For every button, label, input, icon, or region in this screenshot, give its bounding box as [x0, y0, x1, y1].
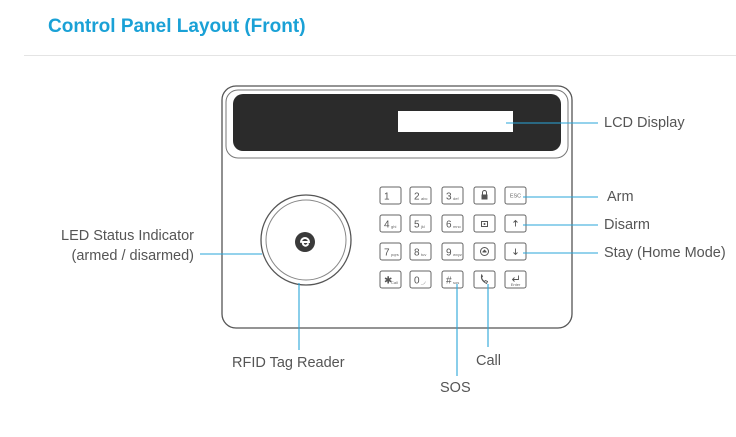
keypad-key-digit: 4 — [384, 220, 390, 231]
keypad-key-digit: 9 — [446, 248, 452, 259]
keypad-key-digit: 3 — [446, 192, 452, 203]
keypad-key-sublabel: wxyz — [453, 252, 462, 257]
arrow-down-icon — [513, 248, 518, 256]
keypad-key-sublabel: jkl — [420, 224, 425, 229]
keypad-key-sublabel: ghi — [391, 224, 396, 229]
keypad-key-sublabel: ESC — [510, 194, 521, 200]
lock-closed-icon — [481, 190, 488, 200]
brand-logo-icon — [295, 232, 315, 252]
keypad-key-sublabel: abc — [421, 196, 427, 201]
keypad-key-sublabel: Call — [391, 280, 398, 285]
keypad-key[interactable]: 0_,/ — [409, 270, 432, 289]
keypad-key-digit: 7 — [384, 248, 390, 259]
keypad-key[interactable]: ESC — [504, 186, 527, 205]
keypad-key[interactable] — [473, 186, 496, 205]
home-icon — [480, 247, 489, 256]
page-title: Control Panel Layout (Front) — [48, 16, 306, 37]
arm-label: Arm — [607, 189, 634, 205]
keypad-key[interactable] — [473, 214, 496, 233]
phone-icon — [480, 274, 489, 285]
rfid-tag-reader-label: RFID Tag Reader — [232, 355, 345, 371]
led-status-label-line1: LED Status Indicator — [61, 228, 194, 244]
keypad-key-digit: 8 — [414, 248, 420, 259]
keypad-key[interactable] — [473, 242, 496, 261]
sos-label: SOS — [440, 380, 471, 396]
keypad-key-sublabel: tuv — [421, 252, 426, 257]
keypad-key[interactable] — [473, 270, 496, 289]
lcd-display-label: LCD Display — [604, 115, 685, 131]
keypad-key-sublabel: def — [453, 196, 459, 201]
keypad-key-digit: 0 — [414, 276, 420, 287]
keypad-key-digit: 5 — [414, 220, 420, 231]
title-divider — [24, 55, 736, 56]
keypad-key-digit: # — [446, 276, 452, 287]
keypad-key[interactable] — [504, 242, 527, 261]
keypad-key-digit: ✱ — [384, 276, 392, 287]
call-label: Call — [476, 353, 501, 369]
keypad-key[interactable]: #sos — [441, 270, 464, 289]
stay-home-mode-label: Stay (Home Mode) — [604, 245, 726, 261]
keypad-key[interactable]: 1 — [379, 186, 402, 205]
keypad-key-sublabel: mno — [453, 224, 462, 229]
keypad-key-digit: 6 — [446, 220, 452, 231]
led-status-label-line2: (armed / disarmed) — [71, 248, 194, 264]
lock-open-icon — [481, 221, 488, 227]
keypad-key-sublabel: _,/ — [420, 280, 426, 285]
lcd-screen — [398, 111, 513, 132]
keypad-key[interactable]: Enter — [504, 270, 527, 289]
arrow-up-icon — [513, 219, 518, 227]
keypad-key-digit: 1 — [384, 192, 390, 203]
keypad-key[interactable]: ✱Call — [379, 270, 402, 289]
keypad-key[interactable] — [504, 214, 527, 233]
keypad-key-digit: 2 — [414, 192, 420, 203]
lcd-panel — [233, 94, 561, 151]
disarm-label: Disarm — [604, 217, 650, 233]
keypad-key-sublabel: pqrs — [391, 252, 399, 257]
keypad-key-sublabel: sos — [453, 280, 459, 285]
enter-icon — [511, 275, 519, 282]
keypad-key-sublabel: Enter — [511, 282, 521, 287]
